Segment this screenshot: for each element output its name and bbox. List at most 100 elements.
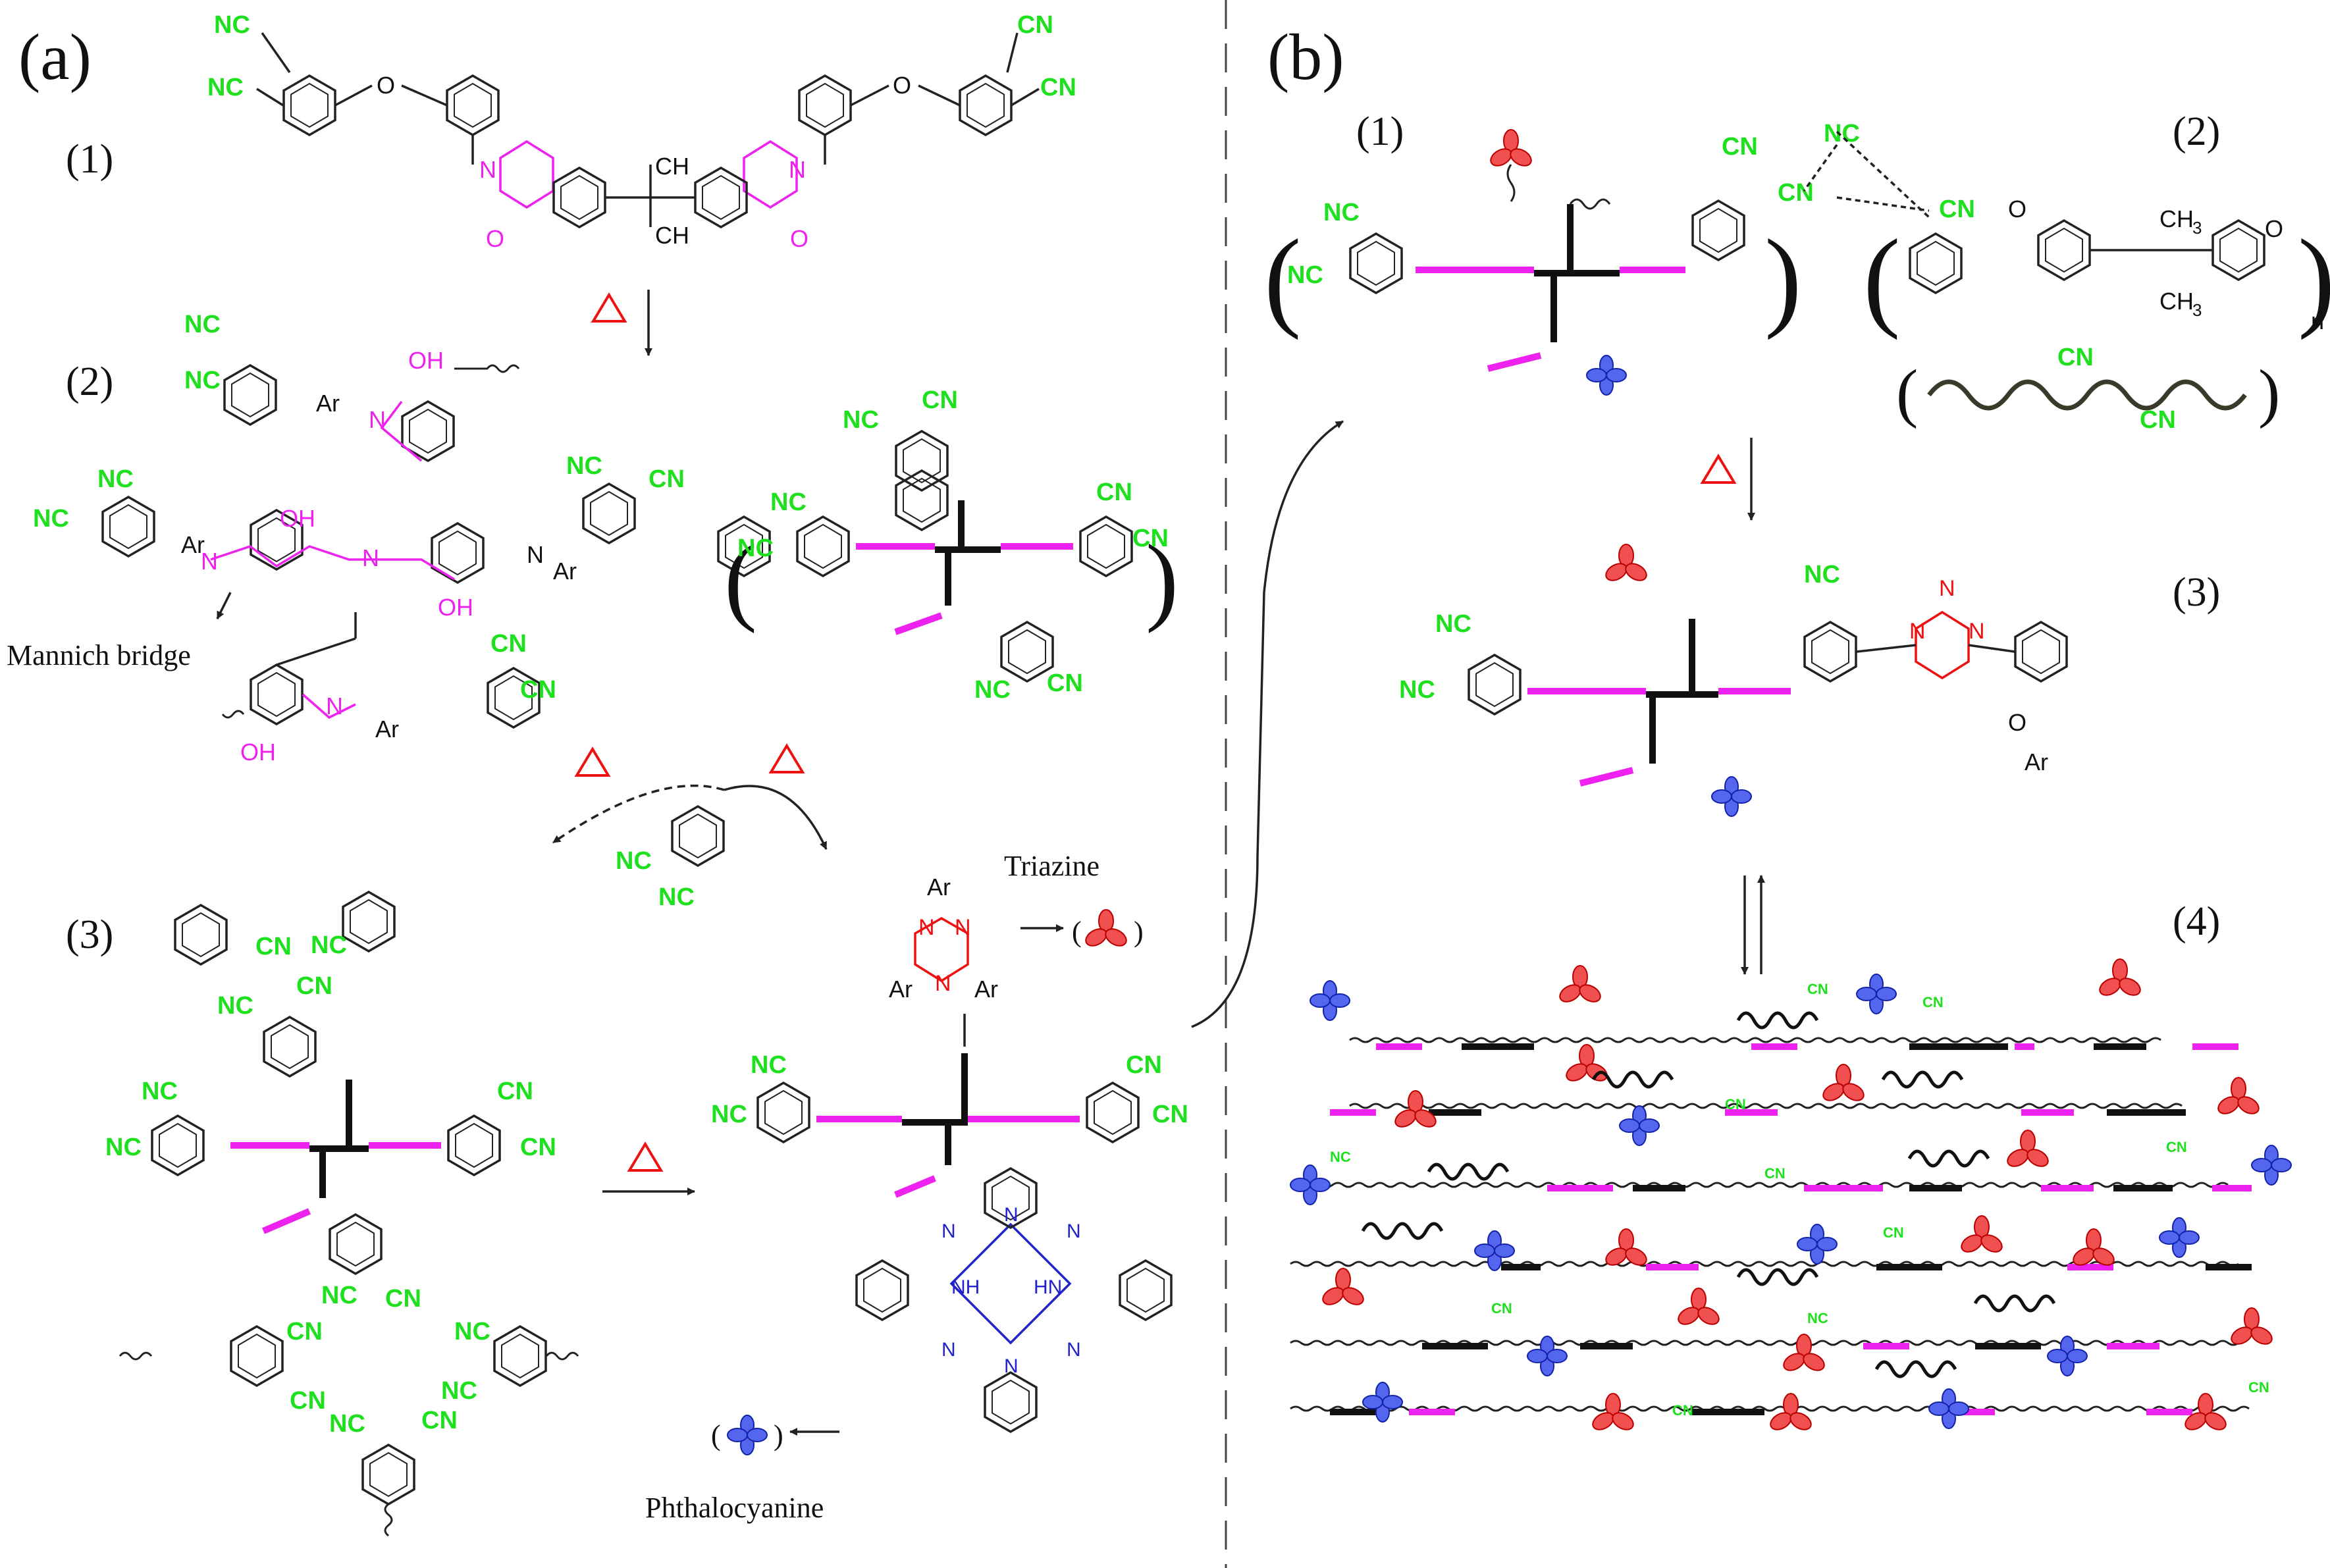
nc-a2-4: NC <box>33 505 69 533</box>
ar-b3: Ar <box>2025 748 2048 775</box>
triazine-node-icon <box>1957 1215 2006 1257</box>
ether-o-left: O <box>377 72 395 99</box>
mannich-bridge-label: Mannich bridge <box>7 639 191 671</box>
cn-b4-8: CN <box>1672 1402 1693 1419</box>
cn-helix-bottom: CN <box>2140 406 2176 434</box>
cn-b4-2: CN <box>1922 994 1944 1010</box>
triazine-node-icon <box>1819 1064 1868 1105</box>
cn-a2r-4: CN <box>1047 669 1083 697</box>
pc-n-4: N <box>1067 1339 1081 1361</box>
ar-a2-2: Ar <box>181 531 205 558</box>
heat-icon <box>628 1143 662 1172</box>
cn-b4-6: CN <box>1883 1224 1904 1241</box>
monomer-bisphthalonitrile-benzoxazine: O O NC NC CN CN N O N O CH CH <box>207 11 1076 252</box>
ether-o-b2-1: O <box>2008 196 2026 222</box>
phthalocyanine-node-icon <box>1362 1382 1403 1423</box>
svg-text:): ) <box>2258 356 2280 429</box>
triazine-node-icon <box>2003 1130 2052 1171</box>
triazine-node-icon <box>2214 1077 2263 1118</box>
oxazine-o-right: O <box>790 225 808 252</box>
cn-a4-1: CN <box>1126 1051 1162 1079</box>
nc-a4-1: NC <box>751 1051 787 1079</box>
triazine-node-icon <box>1487 129 1535 170</box>
triazine-node-icon <box>1766 1393 1815 1434</box>
phthalocyanine-node-icon <box>1797 1224 1838 1265</box>
phthalocyanine-node-icon <box>1586 355 1627 396</box>
step-label-a1: (1) <box>66 137 113 182</box>
triazine-label: Triazine <box>1004 850 1099 882</box>
phthalocyanine-label: Phthalocyanine <box>645 1492 824 1524</box>
nc-a2-3: NC <box>97 465 134 493</box>
polyether-phthalonitrile-b2: ( ) CN O O CH 3 CH 3 n <box>1803 130 2330 340</box>
ch3-a1-bottom: CH <box>655 222 689 249</box>
cn-a3-7: CN <box>290 1387 326 1415</box>
nc-a2r-2: NC <box>770 488 807 516</box>
network-fragment-b1: ( ) NC NC CN CN NC <box>1264 120 1860 396</box>
cn-a2-3: CN <box>520 676 556 704</box>
nc-a2-1: NC <box>184 311 221 338</box>
nc-a3-5: NC <box>321 1282 357 1309</box>
triazine-b3-n2: N <box>1909 619 1926 644</box>
cn-a2-2: CN <box>490 630 527 658</box>
pc-n-5: N <box>1004 1204 1019 1226</box>
triazine-node-icon <box>1602 544 1651 585</box>
phthalonitrile-reagent: NC NC <box>616 805 725 911</box>
step-label-b1: (1) <box>1356 109 1404 154</box>
heat-icon <box>592 294 626 323</box>
ar-a2-1: Ar <box>316 390 340 417</box>
oh-a2-3: OH <box>438 594 473 621</box>
cn-a3-6: CN <box>286 1318 323 1346</box>
nc-b4-1: NC <box>1330 1149 1351 1165</box>
pc-hn: HN <box>1034 1276 1062 1298</box>
ether-o-b3: O <box>2008 709 2026 736</box>
nc-a2r-4: NC <box>974 676 1011 704</box>
ar-a2-3: Ar <box>553 558 577 585</box>
n-a2-3: N <box>362 544 379 571</box>
crosslinked-fragment-a2: ( ) NC CN NC NC CN CN NC CN <box>724 386 1178 704</box>
phthalocyanine-node-icon <box>727 1415 768 1455</box>
nc-reagent-1: NC <box>616 847 652 875</box>
cn-b1-1: CN <box>1722 133 1758 161</box>
oxazine-n-right: N <box>789 156 806 183</box>
svg-text:(: ( <box>1264 217 1302 340</box>
cn-helix-top: CN <box>2057 344 2094 371</box>
ar-triazine-right: Ar <box>974 976 998 1003</box>
step-label-b3: (3) <box>2173 570 2220 615</box>
nc-a2r-1: NC <box>843 406 879 434</box>
cn-a1-2: CN <box>1040 74 1076 101</box>
triazine-node-icon <box>2096 958 2144 1000</box>
nc-a2-2: NC <box>184 367 221 394</box>
svg-text:(: ( <box>711 1419 721 1451</box>
heat-icon <box>770 745 804 773</box>
oxazine-n-left: N <box>479 156 496 183</box>
cn-a1-1: CN <box>1017 11 1053 39</box>
nc-a3-1: NC <box>311 931 347 959</box>
cn-a3-4: CN <box>520 1134 556 1161</box>
nc-a3-3: NC <box>142 1078 178 1105</box>
nc-b3-1: NC <box>1435 610 1471 638</box>
cn-a2r-1: CN <box>922 386 958 414</box>
phthalocyanine-node-icon <box>2159 1217 2200 1258</box>
n-a2-4: N <box>527 541 544 568</box>
nc-a3-4: NC <box>105 1134 142 1161</box>
panel-label-a: (a) <box>18 20 92 93</box>
triazine-node-icon <box>1319 1268 1367 1309</box>
nc-a1-2: NC <box>207 74 244 101</box>
phthalocyanine-node-icon <box>1928 1388 1969 1429</box>
svg-text:(: ( <box>724 525 757 634</box>
cn-b4-9: CN <box>2248 1379 2269 1396</box>
cn-a3-8: CN <box>421 1407 458 1434</box>
cn-b4-4: CN <box>2166 1139 2187 1155</box>
nc-a4-2: NC <box>711 1101 747 1128</box>
mannich-network: NC NC Ar N OH NC NC Ar N OH N OH N Ar NC… <box>33 311 949 766</box>
ar-triazine-left: Ar <box>889 976 913 1003</box>
step-label-b2: (2) <box>2173 109 2220 154</box>
svg-text:(: ( <box>1896 356 1918 429</box>
phthalocyanine-node-icon <box>1856 974 1897 1014</box>
ether-o-right: O <box>893 72 911 99</box>
cn-b2-1: CN <box>1939 196 1975 223</box>
nc-b4-2: NC <box>1807 1310 1828 1326</box>
triazine-node-icon <box>1674 1288 1723 1329</box>
panel-label-b: (b) <box>1267 20 1344 93</box>
